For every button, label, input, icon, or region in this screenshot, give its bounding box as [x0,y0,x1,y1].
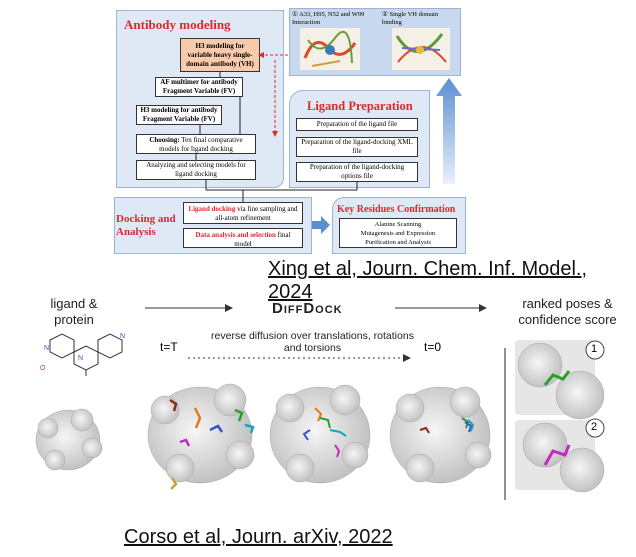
ligand-prep-title: Ligand Preparation [307,99,413,113]
key-residues-title: Key Residues Confirmation [337,204,456,215]
svg-text:N: N [44,345,49,352]
ligand-prep-step-2: Preparation of the ligand-docking XML fi… [296,137,418,157]
ligand-docking-label: Ligand docking [188,205,236,213]
choosing-text: Ten final comparative models for ligand … [159,136,243,153]
svg-text:N: N [78,355,83,362]
ligand-poses-step-2 [302,407,347,458]
protein-surface-step-1 [147,383,255,484]
rank-1-label: 1 [591,343,598,355]
interaction-label-2: ② Single VH domain binding [382,11,439,26]
svg-text:O: O [40,365,46,372]
diffdock-title: DiffDock [272,300,343,317]
ligand-prep-step-3: Preparation of the ligand-docking option… [296,162,418,182]
ranked-pose-2 [515,420,605,493]
data-analysis-text: final model [234,231,291,248]
interaction-label-1: ① A33, H95, N52 and W99 Interaction [292,11,365,26]
up-arrow-icon [436,78,462,184]
interaction-structure-image-1 [300,28,360,70]
t-end-label: t=0 [424,340,442,354]
ranked-poses-label: ranked poses & confidence score [518,296,617,327]
protein-surface-step-3 [389,386,492,484]
flowchart-connectors [195,52,358,202]
choosing-box: Choosing: Ten final comparative models f… [136,134,256,154]
diffusion-label: reverse diffusion over translations, rot… [211,330,414,354]
protein-surface-step-2 [269,384,371,484]
ranked-pose-1 [515,340,605,420]
ligand-prep-step-1: Preparation of the ligand file [296,118,418,131]
ranked-ligand-2 [543,444,571,466]
ranked-ligand-1 [543,370,571,386]
ligand-docking-box: Ligand docking via fine sampling and all… [183,202,303,224]
key-residues-line-3: Purification and Analysis [365,239,431,246]
ligand-poses-step-3 [419,417,475,434]
docking-title: Docking and Analysis [116,213,176,238]
rank-2-label: 2 [591,421,598,433]
bottom-citation: Corso et al, Journ. arXiv, 2022 [124,526,393,548]
key-residues-list: Alanine Scanning Mutagenesis and Express… [339,218,457,248]
diffdock-figure: N N O N [35,304,605,500]
data-analysis-label: Data analysis and selection [195,231,276,239]
h3-vh-box: H3 modeling for variable heavy single-do… [180,38,260,72]
ligand-docking-text: via fine sampling and all-atom refinemen… [215,205,298,222]
top-citation: Xing et al, Journ. Chem. Inf. Model., 20… [268,258,588,303]
interaction-structure-image-2 [392,28,450,70]
data-analysis-box: Data analysis and selection final model [183,228,303,248]
protein-surface [35,408,103,471]
h3-fv-box: H3 modeling for antibody Fragment Variab… [136,105,222,125]
choosing-label: Choosing: [149,136,180,144]
right-arrow-icon [312,216,330,234]
ligand-poses-step-1 [169,398,255,490]
t-start-label: t=T [160,340,178,354]
ligand-protein-label: ligand & protein [50,296,98,327]
key-residues-line-2: Mutagenesis and Expression [360,230,436,237]
analyzing-box: Analyzing and selecting models for ligan… [136,160,256,180]
antibody-modeling-title: Antibody modeling [124,17,231,32]
key-residues-line-1: Alanine Scanning [374,221,422,228]
ligand-structure-icon [49,333,123,376]
af-multimer-box: AF multimer for antibody Fragment Variab… [155,77,243,97]
svg-text:N: N [120,333,125,340]
